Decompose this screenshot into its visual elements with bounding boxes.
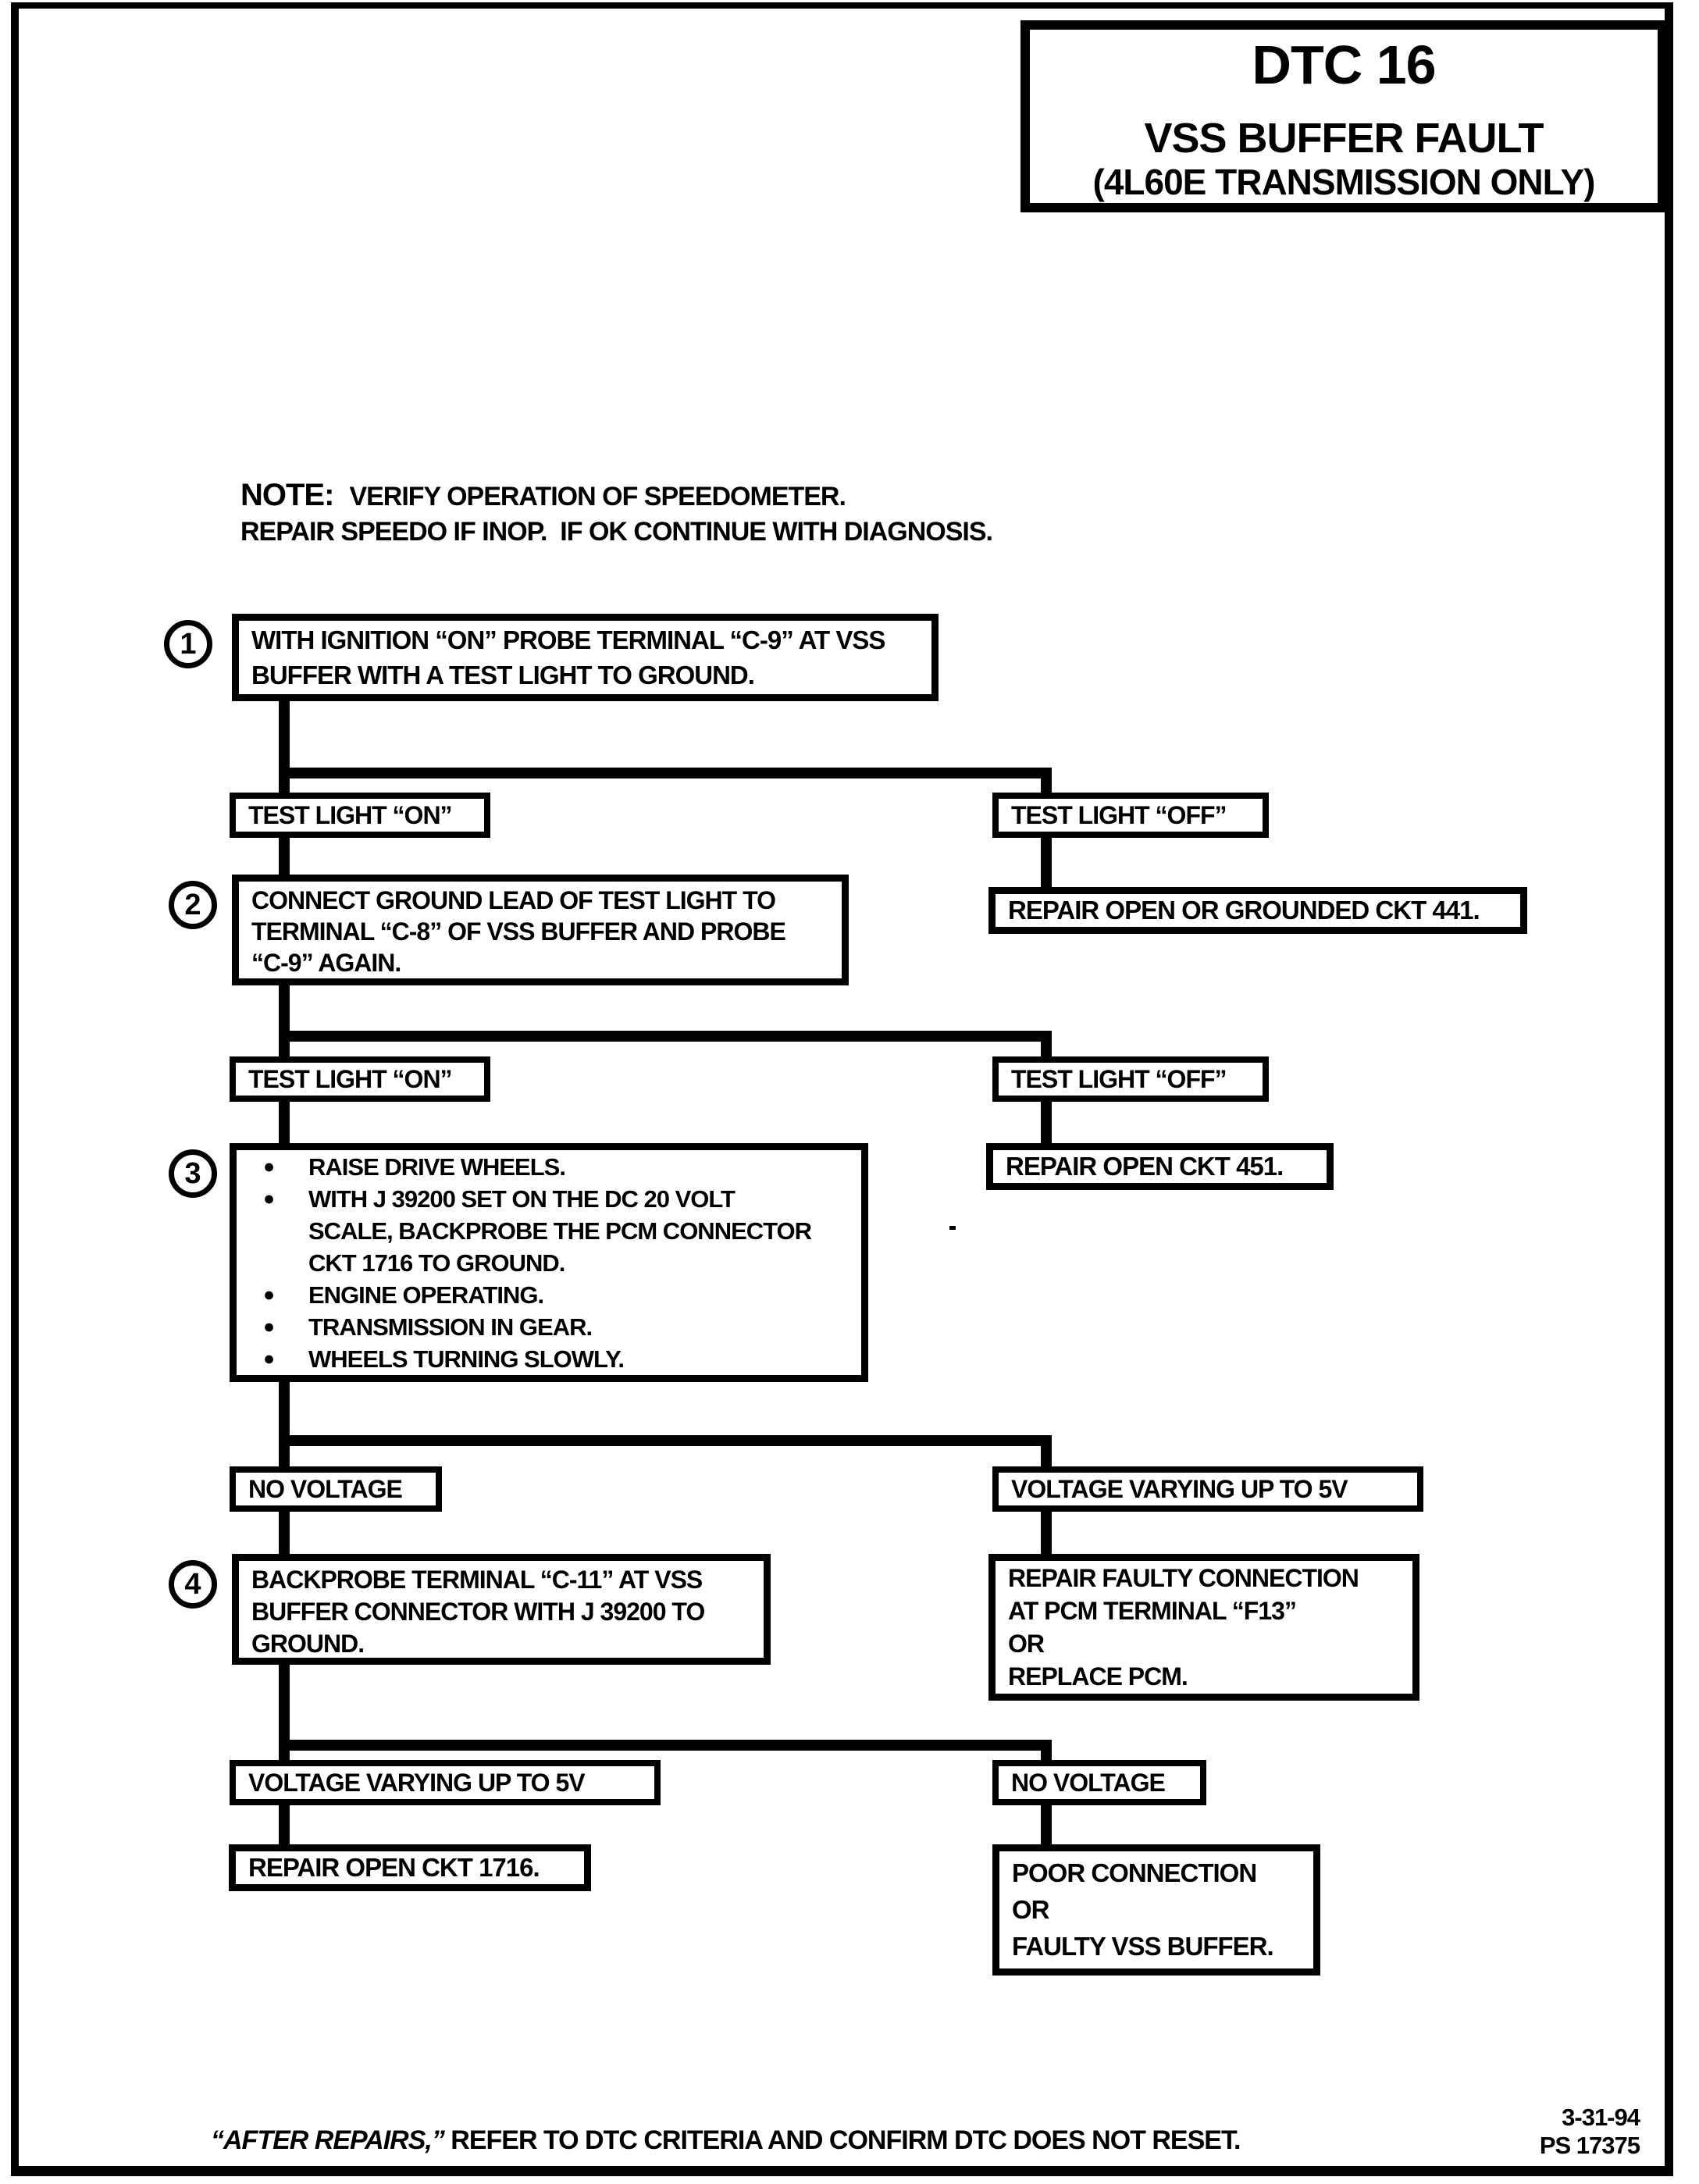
step-3-box: RAISE DRIVE WHEELS. WITH J 39200 SET ON …	[230, 1143, 868, 1382]
photocopy-speck	[949, 1226, 956, 1230]
connector-vertical	[279, 985, 290, 1058]
note-block: NOTE:VERIFY OPERATION OF SPEEDOMETER. RE…	[240, 478, 993, 556]
step-4-number: 4	[169, 1560, 217, 1609]
branch-1-left-label: TEST LIGHT “ON”	[230, 793, 490, 838]
branch-3-right-label: VOLTAGE VARYING UP TO 5V	[992, 1466, 1423, 1512]
connector-horizontal	[279, 768, 1052, 778]
page-subtitle: (4L60E TRANSMISSION ONLY)	[1092, 162, 1596, 202]
branch-4-right-label: NO VOLTAGE	[992, 1760, 1206, 1805]
footer-instruction: “AFTER REPAIRS,” REFER TO DTC CRITERIA A…	[211, 2125, 1241, 2155]
connector-vertical	[1041, 768, 1052, 793]
step-2-box: CONNECT GROUND LEAD OF TEST LIGHT TO TER…	[232, 875, 849, 985]
step-1-number: 1	[164, 620, 212, 668]
step-2-number: 2	[169, 881, 217, 929]
connector-vertical	[1041, 1805, 1052, 1846]
action-repair-ckt-441: REPAIR OPEN OR GROUNDED CKT 441.	[988, 887, 1527, 934]
note-line-1: NOTE:VERIFY OPERATION OF SPEEDOMETER.	[240, 478, 846, 512]
footer-revision-block: 3-31-94 PS 17375	[1540, 2104, 1640, 2160]
branch-4-left-label: VOLTAGE VARYING UP TO 5V	[230, 1760, 661, 1805]
connector-vertical	[1041, 838, 1052, 889]
connector-horizontal	[279, 1740, 1052, 1751]
connector-vertical	[279, 838, 290, 876]
connector-vertical	[1041, 1102, 1052, 1145]
footer-quote: “AFTER REPAIRS,”	[211, 2125, 445, 2155]
step-3-number: 3	[169, 1149, 217, 1198]
connector-vertical	[279, 1805, 290, 1846]
title-box: DTC 16 VSS BUFFER FAULT (4L60E TRANSMISS…	[1020, 20, 1667, 212]
branch-2-right-label: TEST LIGHT “OFF”	[992, 1056, 1269, 1102]
connector-vertical	[279, 1382, 290, 1468]
step-4-box: BACKPROBE TERMINAL “C-11” AT VSS BUFFER …	[232, 1554, 771, 1665]
action-poor-connection: POOR CONNECTION OR FAULTY VSS BUFFER.	[992, 1844, 1320, 1976]
connector-vertical	[279, 1512, 290, 1555]
action-repair-ckt-451: REPAIR OPEN CKT 451.	[986, 1143, 1334, 1190]
connector-vertical	[1041, 1435, 1052, 1468]
connector-vertical	[279, 1665, 290, 1762]
page-border	[11, 2, 1673, 2176]
connector-vertical	[1041, 1031, 1052, 1058]
page-title: VSS BUFFER FAULT	[1144, 115, 1544, 162]
footer-date: 3-31-94	[1562, 2104, 1640, 2131]
note-label: NOTE:	[240, 478, 334, 512]
connector-vertical	[1041, 1512, 1052, 1555]
connector-vertical	[1041, 1740, 1052, 1762]
connector-horizontal	[279, 1435, 1052, 1446]
action-repair-ckt-1716: REPAIR OPEN CKT 1716.	[229, 1844, 591, 1891]
connector-horizontal	[279, 1031, 1052, 1042]
connector-vertical	[279, 1102, 290, 1145]
connector-vertical	[279, 701, 290, 793]
action-repair-pcm-f13: REPAIR FAULTY CONNECTION AT PCM TERMINAL…	[988, 1554, 1419, 1701]
dtc-code: DTC 16	[1252, 34, 1436, 95]
step-1-box: WITH IGNITION “ON” PROBE TERMINAL “C-9” …	[232, 614, 939, 701]
note-line-2: REPAIR SPEEDO IF INOP. IF OK CONTINUE WI…	[240, 517, 993, 547]
branch-3-left-label: NO VOLTAGE	[230, 1466, 442, 1512]
footer-doc-number: PS 17375	[1539, 2132, 1640, 2159]
branch-1-right-label: TEST LIGHT “OFF”	[992, 793, 1269, 838]
branch-2-left-label: TEST LIGHT “ON”	[230, 1056, 490, 1102]
